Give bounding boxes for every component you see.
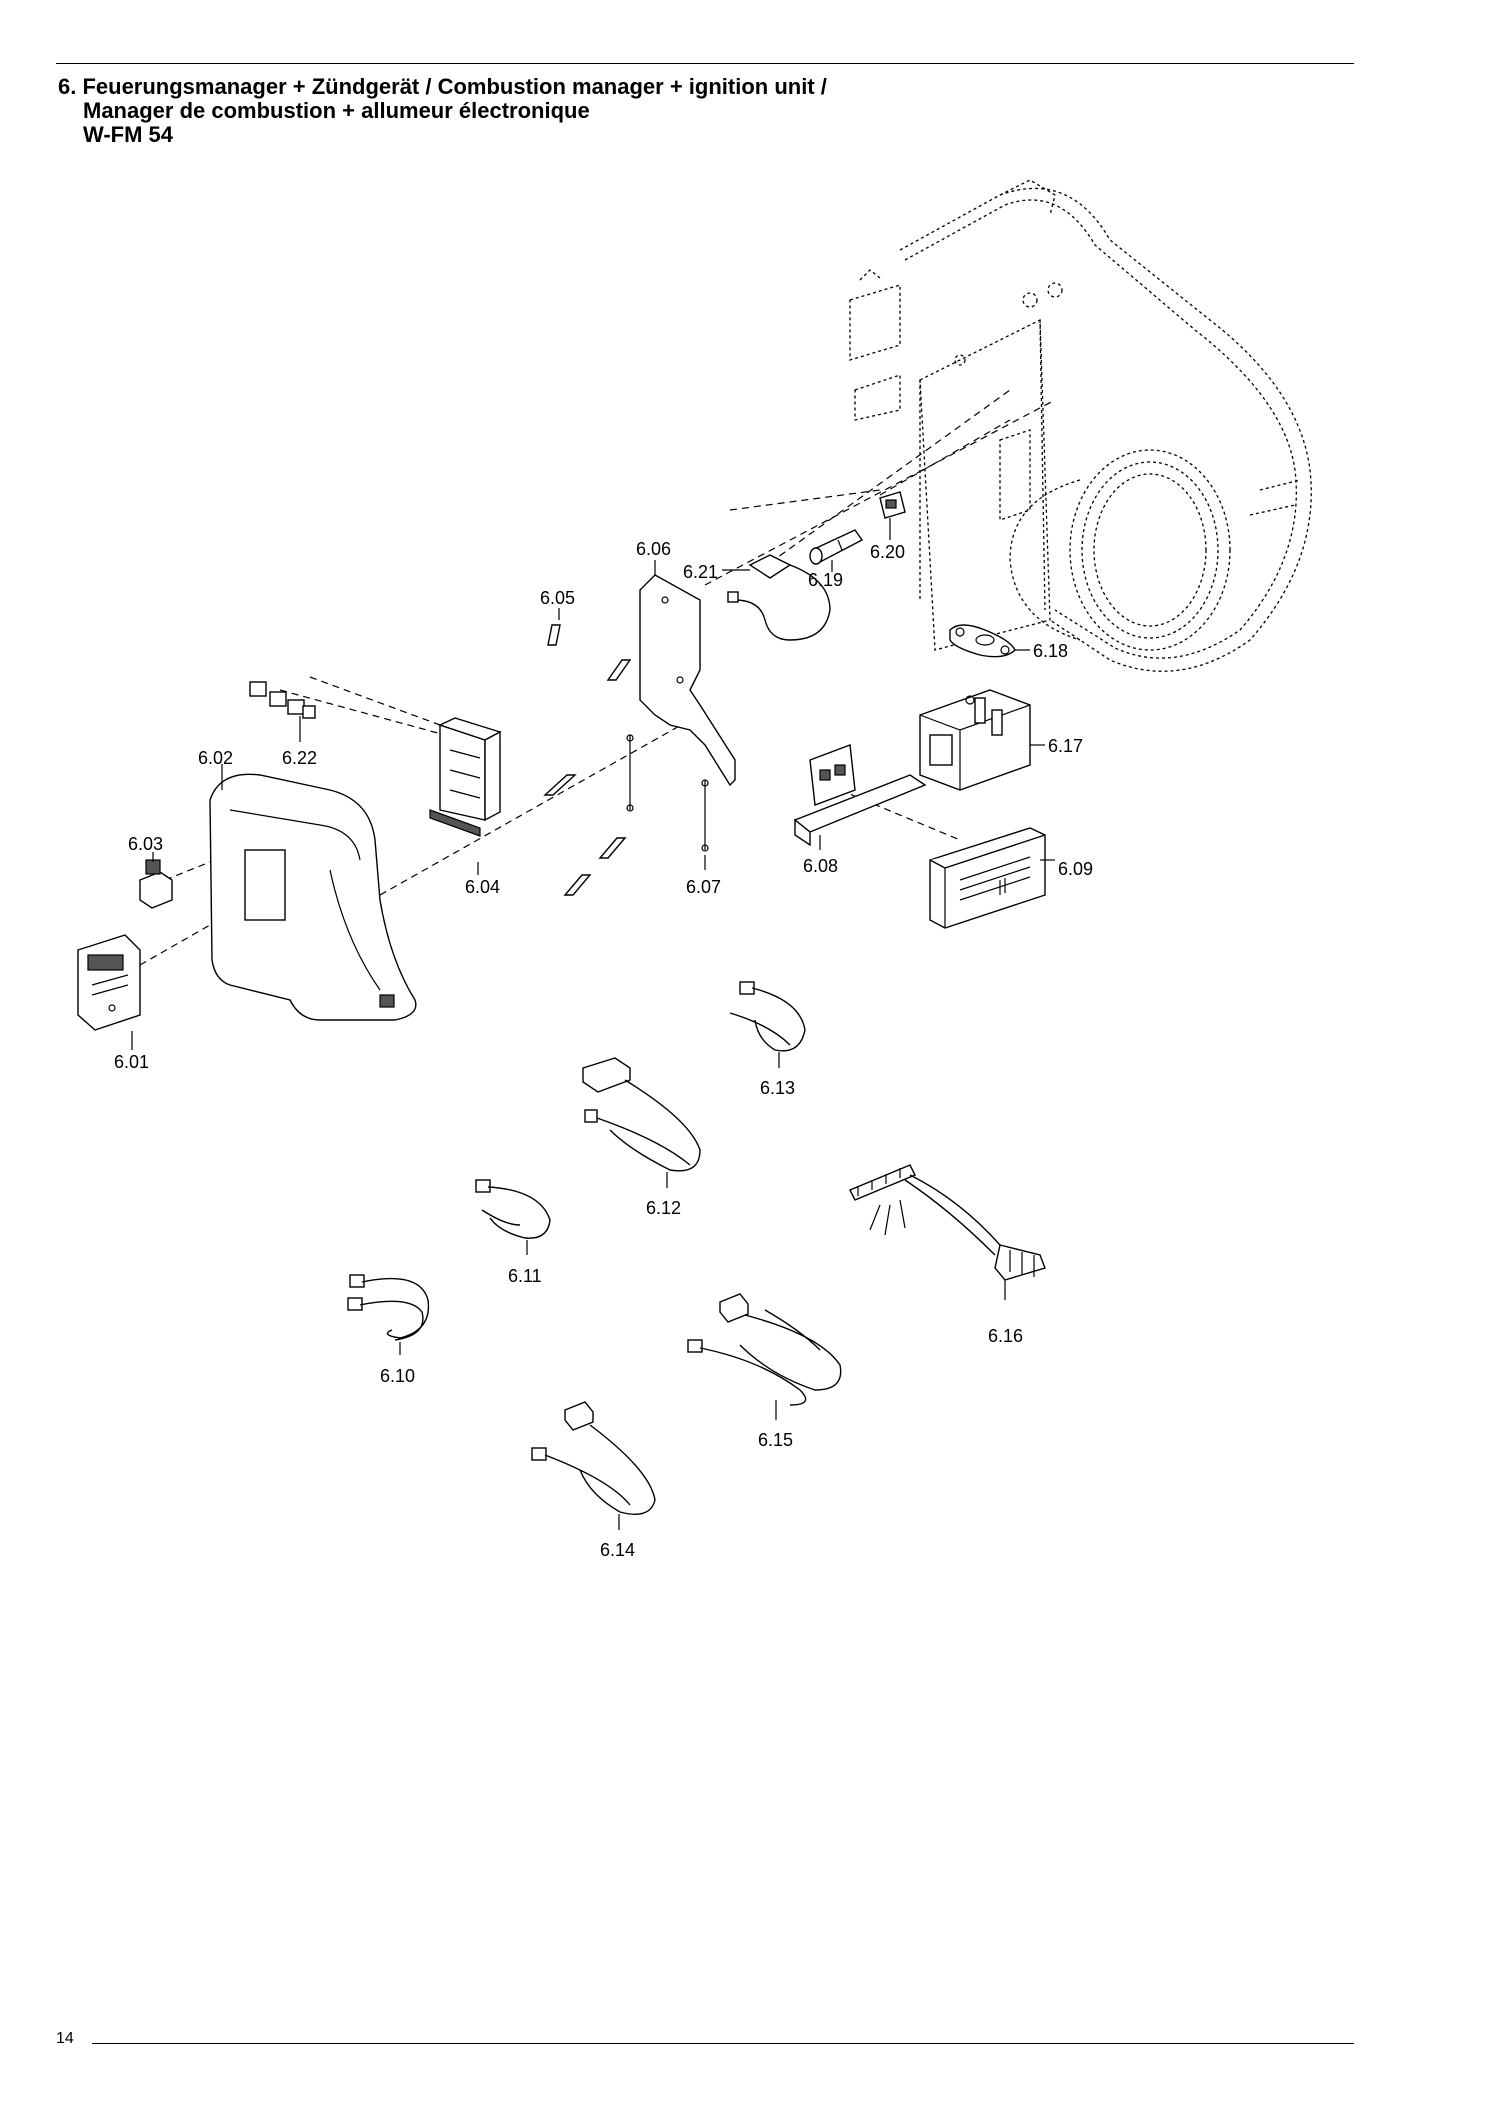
label-6-20: 6.20: [870, 542, 905, 562]
label-6-04: 6.04: [465, 877, 500, 897]
part-6-10-cable: [347, 1274, 430, 1341]
label-6-03: 6.03: [128, 834, 163, 854]
part-6-02-cover: [209, 773, 417, 1021]
burner-housing-outline: [849, 179, 1312, 672]
label-6-12: 6.12: [646, 1198, 681, 1218]
label-6-14: 6.14: [600, 1540, 635, 1560]
label-6-08: 6.08: [803, 856, 838, 876]
part-6-05-spacer-bolts: [543, 624, 632, 896]
label-6-06: 6.06: [636, 539, 671, 559]
heading-line-2: Manager de combustion + allumeur électro…: [83, 98, 590, 123]
part-6-14-cable: [531, 1401, 656, 1515]
label-6-10: 6.10: [380, 1366, 415, 1386]
label-6-15: 6.15: [758, 1430, 793, 1450]
heading-line-1: 6. Feuerungsmanager + Zündgerät / Combus…: [58, 74, 827, 99]
part-6-16-wiring-harness: [849, 1164, 1046, 1281]
label-6-16: 6.16: [988, 1326, 1023, 1346]
label-6-13: 6.13: [760, 1078, 795, 1098]
label-6-18: 6.18: [1033, 641, 1068, 661]
part-6-06-mounting-plate: [639, 574, 736, 787]
page-heading: 6. Feuerungsmanager + Zündgerät / Combus…: [58, 75, 1258, 147]
part-6-01-display: [77, 934, 141, 1031]
bottom-rule: [92, 2043, 1354, 2044]
callout-labels: 6.01 6.02 6.03 6.04 6.05 6.06 6.07 6.08 …: [114, 539, 1093, 1560]
part-6-15-cable: [687, 1293, 842, 1406]
heading-line-3: W-FM 54: [83, 122, 173, 147]
label-6-01: 6.01: [114, 1052, 149, 1072]
part-6-19-sensor-tube: [809, 529, 864, 565]
part-6-18-gasket: [949, 624, 1016, 658]
label-6-21: 6.21: [683, 562, 718, 582]
leader-lines: [131, 518, 1055, 1530]
label-6-07: 6.07: [686, 877, 721, 897]
label-6-17: 6.17: [1048, 736, 1083, 756]
part-6-11-cable: [475, 1179, 551, 1239]
label-6-02: 6.02: [198, 748, 233, 768]
part-6-20-plug: [879, 491, 906, 519]
part-6-21-flame-sensor: [727, 554, 831, 641]
part-6-09-control-unit: [929, 827, 1046, 929]
label-6-22: 6.22: [282, 748, 317, 768]
part-6-08-terminal-rail: [793, 744, 927, 847]
label-6-11: 6.11: [508, 1266, 542, 1286]
label-6-19: 6.19: [808, 570, 843, 590]
part-6-07-clips: [626, 734, 709, 852]
part-6-12-cable: [582, 1057, 701, 1172]
part-6-13-cable: [729, 981, 806, 1052]
part-6-22-connectors: [249, 681, 316, 719]
label-6-09: 6.09: [1058, 859, 1093, 879]
label-6-05: 6.05: [540, 588, 575, 608]
assembly-guide-lines: [139, 389, 1056, 966]
top-rule: [56, 63, 1354, 64]
part-6-17-ignition-unit: [919, 689, 1031, 791]
page-number: 14: [56, 2030, 74, 2047]
part-6-04-manager-module: [429, 717, 502, 837]
part-6-03-switch: [139, 859, 173, 909]
